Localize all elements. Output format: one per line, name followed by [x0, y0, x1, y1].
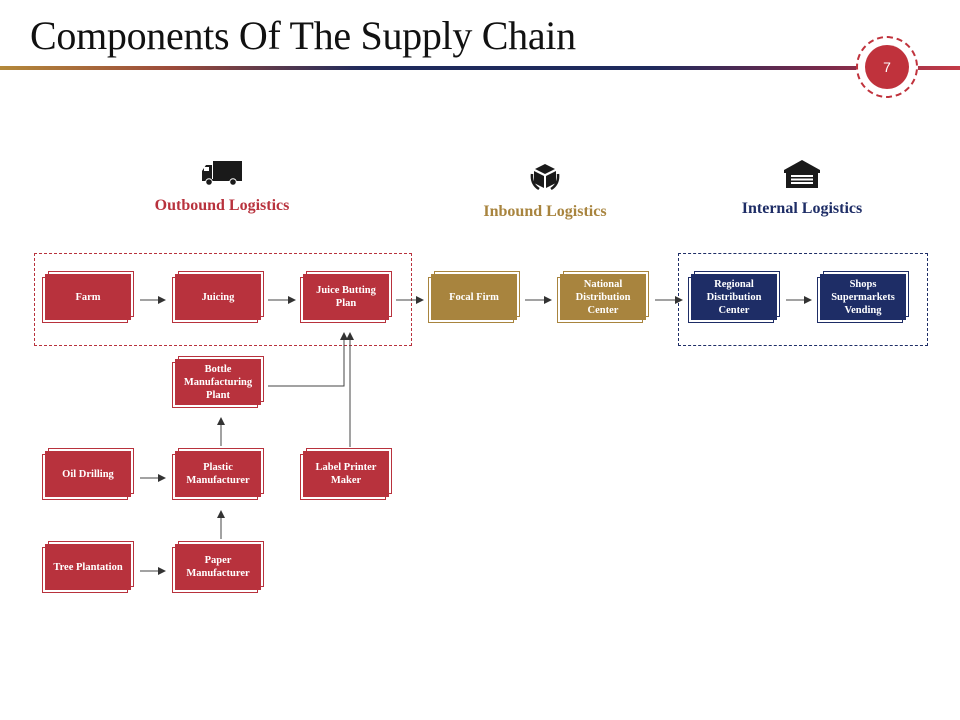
node-regional-dc-label: Regional Distribution Center — [691, 274, 777, 320]
truck-icon — [202, 161, 242, 186]
node-juice-bottling: Juice Butting Plan — [300, 271, 392, 323]
slide-title: Components Of The Supply Chain — [30, 13, 576, 58]
node-shops: Shops Supermarkets Vending — [817, 271, 909, 323]
node-oil-drilling: Oil Drilling — [42, 448, 134, 500]
box-in-hands-icon — [530, 164, 560, 191]
page-number-badge: 7 — [865, 45, 909, 89]
node-plastic-label: Plastic Manufacturer — [175, 451, 261, 497]
node-oil-drilling-label: Oil Drilling — [45, 451, 131, 497]
node-juicing: Juicing — [172, 271, 264, 323]
node-farm-label: Farm — [45, 274, 131, 320]
outbound-logistics-label: Outbound Logistics — [154, 197, 290, 214]
node-label-printer: Label Printer Maker — [300, 448, 392, 500]
node-juice-bottling-label: Juice Butting Plan — [303, 274, 389, 320]
internal-logistics-label: Internal Logistics — [741, 200, 863, 217]
node-regional-dc: Regional Distribution Center — [688, 271, 780, 323]
node-bottle-plant-label: Bottle Manufacturing Plant — [175, 359, 261, 405]
node-national-dc-label: National Distribution Center — [560, 274, 646, 320]
node-plastic: Plastic Manufacturer — [172, 448, 264, 500]
node-paper: Paper Manufacturer — [172, 541, 264, 593]
inbound-logistics-label: Inbound Logistics — [483, 203, 607, 220]
arrow-bottle-plant-to-bottling — [268, 332, 348, 387]
node-national-dc: National Distribution Center — [557, 271, 649, 323]
node-farm: Farm — [42, 271, 134, 323]
node-label-printer-label: Label Printer Maker — [303, 451, 389, 497]
node-bottle-plant: Bottle Manufacturing Plant — [172, 356, 264, 408]
node-tree-plantation: Tree Plantation — [42, 541, 134, 593]
node-focal-firm: Focal Firm — [428, 271, 520, 323]
node-paper-label: Paper Manufacturer — [175, 544, 261, 590]
warehouse-icon — [784, 160, 820, 188]
node-tree-plantation-label: Tree Plantation — [45, 544, 131, 590]
node-juicing-label: Juicing — [175, 274, 261, 320]
title-underline — [0, 66, 960, 70]
node-focal-firm-label: Focal Firm — [431, 274, 517, 320]
node-shops-label: Shops Supermarkets Vending — [820, 274, 906, 320]
